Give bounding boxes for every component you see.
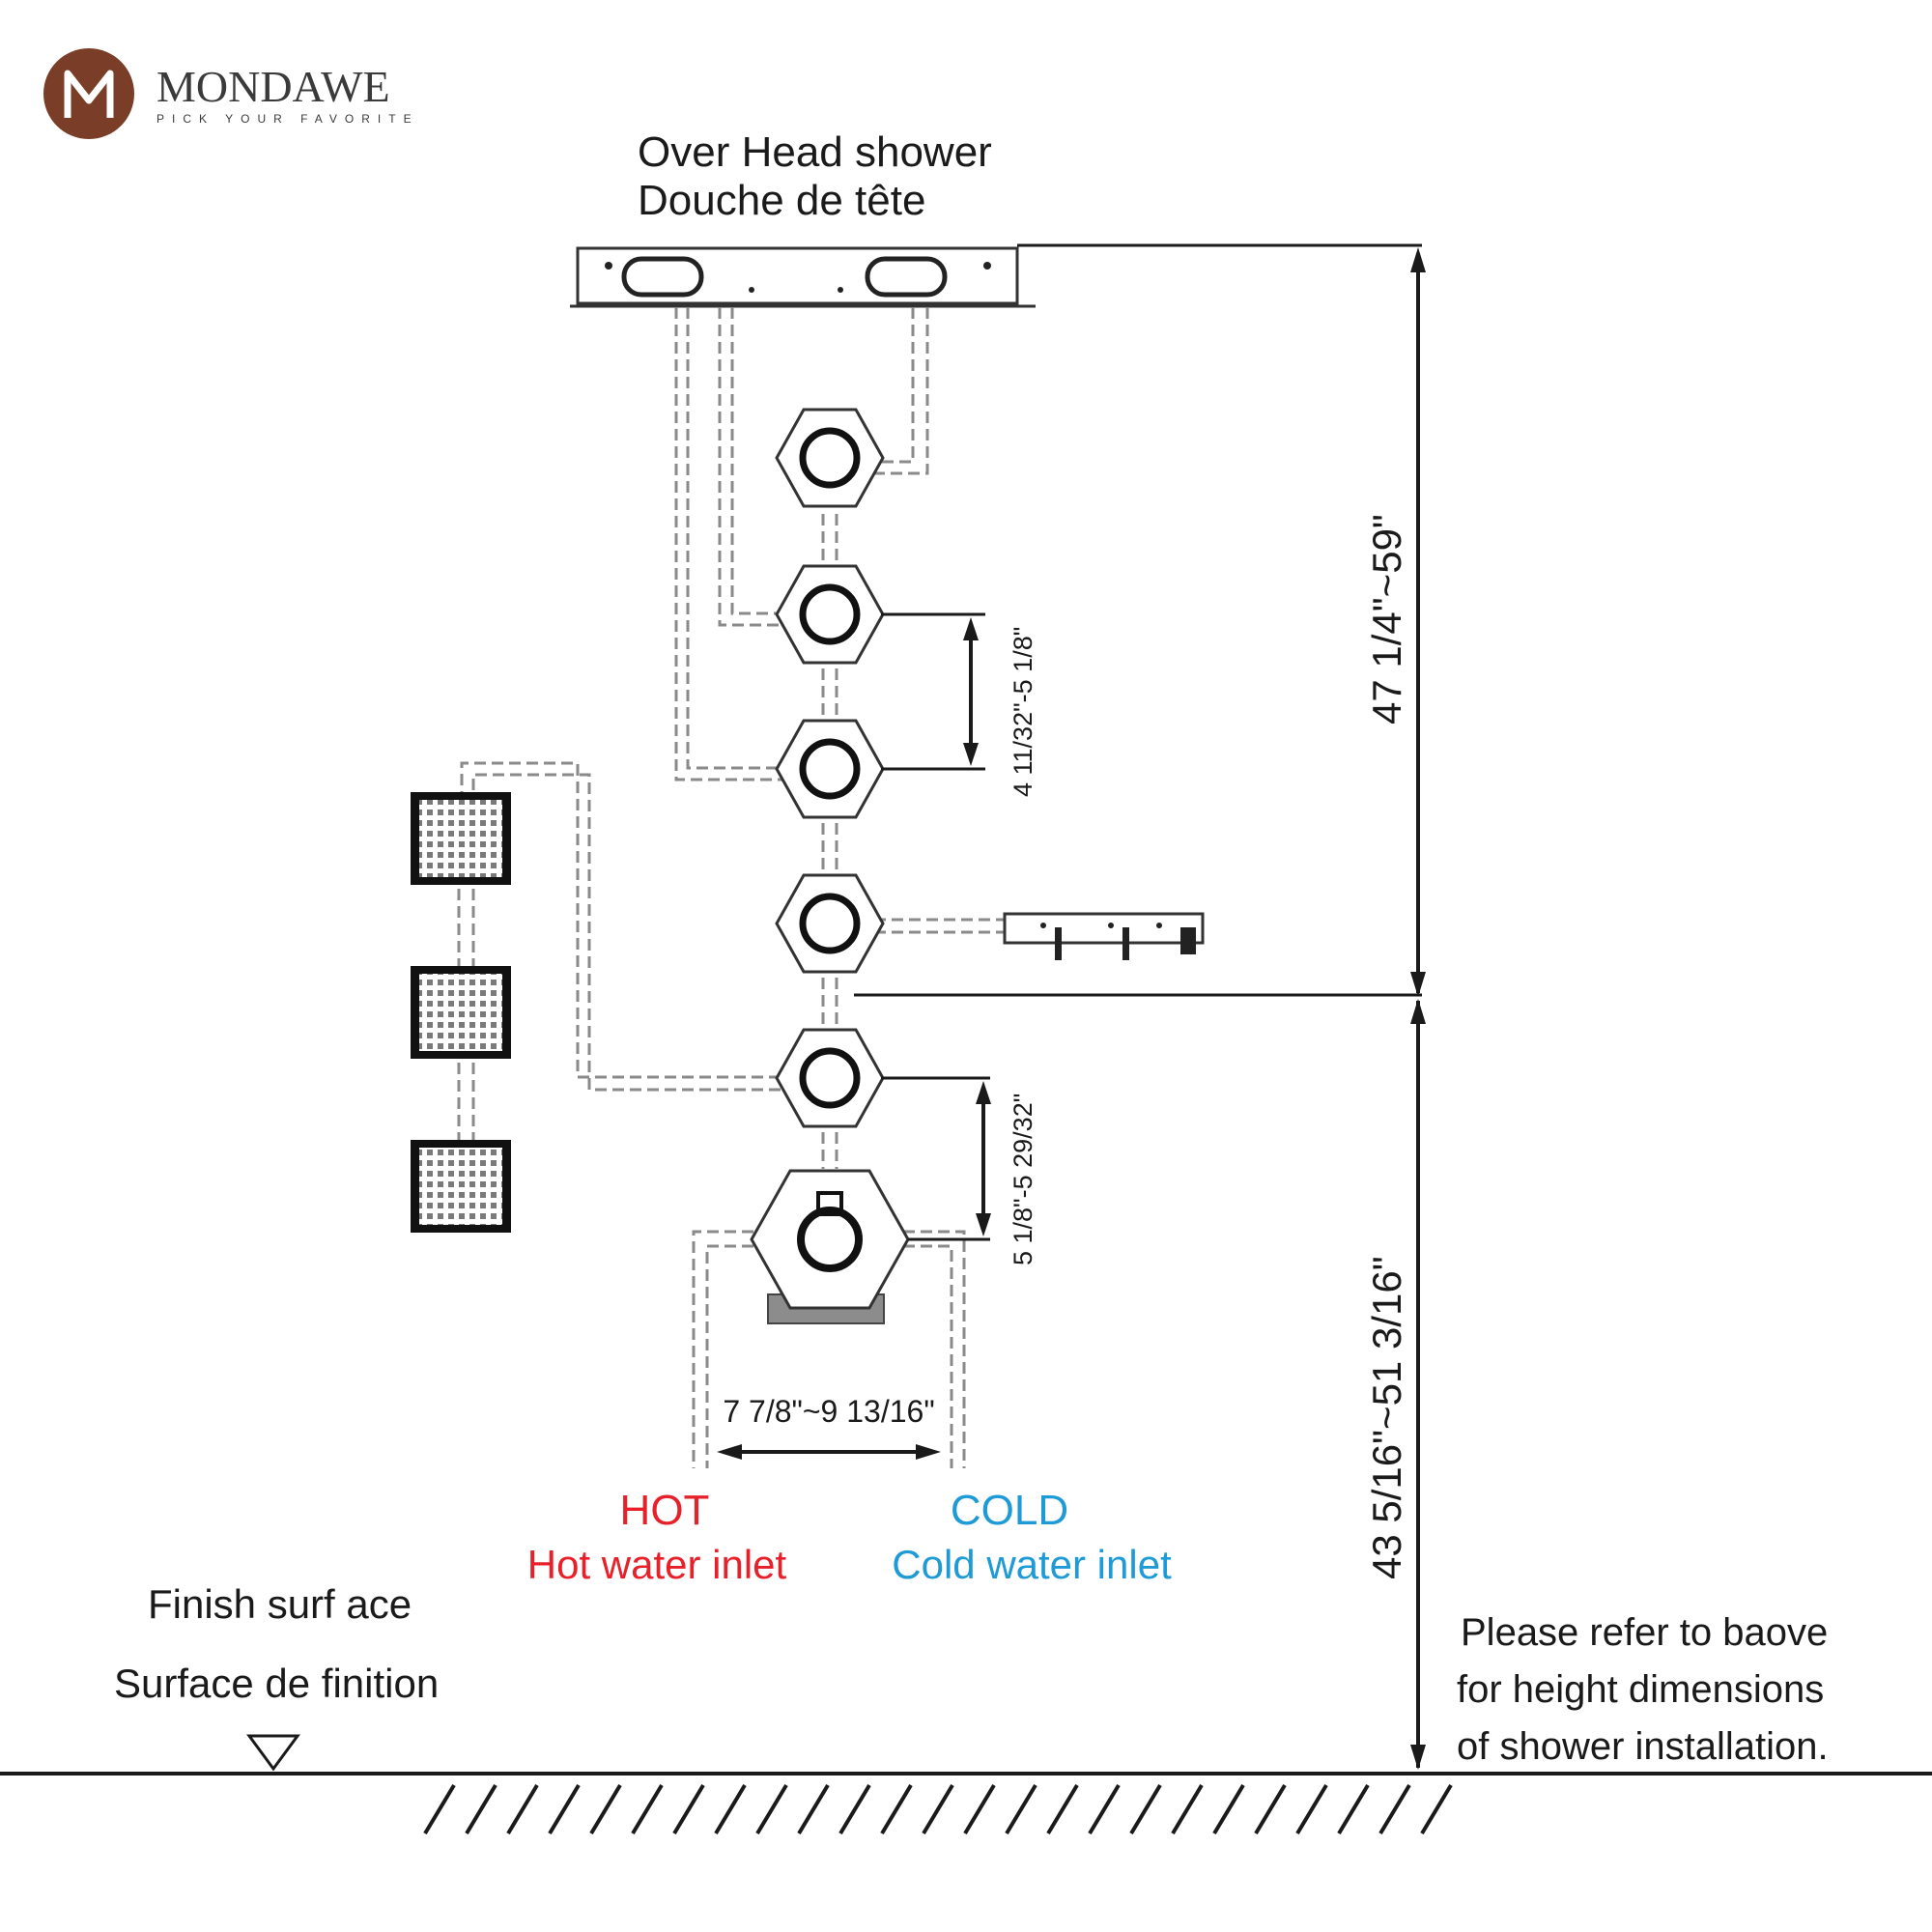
hot-label: HOT (620, 1487, 710, 1534)
body-jet-2 (411, 966, 511, 1059)
note-line-1: Please refer to baove (1461, 1611, 1828, 1654)
diverter-valve-2 (775, 564, 885, 665)
thermostatic-mixing-valve (750, 1169, 910, 1324)
dimension-lines (717, 243, 1426, 1770)
brand-name: MONDAWE (156, 62, 390, 111)
overhead-title-fr: Douche de tête (638, 177, 925, 224)
floor-hatch-mark (423, 1783, 456, 1835)
floor-hatch-mark (589, 1783, 622, 1835)
floor-hatch-mark (922, 1783, 954, 1835)
height-note: Please refer to baove for height dimensi… (1457, 1611, 1829, 1768)
diverter-valve-3 (775, 719, 885, 819)
upper-valve-spacing-dimension: 4 11/32"-5 1/8" (1009, 627, 1037, 797)
surface-marker-icon (246, 1734, 300, 1772)
finish-surface-label-en: Finish surf ace (148, 1581, 412, 1627)
overhead-shower-plate (570, 246, 1036, 308)
body-jets (411, 792, 511, 1233)
overhead-outlet-left (621, 256, 704, 298)
brand-logo: MONDAWE PICK YOUR FAVORITE (43, 48, 419, 139)
floor-hatch-mark (672, 1783, 705, 1835)
logo-m-mark (64, 70, 114, 118)
overhead-outlet-right (865, 256, 948, 298)
floor-hatch-mark (506, 1783, 539, 1835)
diverter-valve-5 (775, 1028, 885, 1128)
floor-hatch-mark (755, 1783, 788, 1835)
diverter-valve-1 (775, 408, 885, 508)
diverter-valve-4 (775, 873, 885, 974)
valve-group (750, 408, 910, 1324)
body-jet-1 (411, 792, 511, 885)
floor-hatch-mark (880, 1783, 913, 1835)
logo-emblem-icon (43, 48, 134, 139)
floor-line (0, 1772, 1932, 1835)
floor-hatch-mark (797, 1783, 830, 1835)
floor-hatch-mark (1171, 1783, 1204, 1835)
floor-hatch-mark (963, 1783, 996, 1835)
overall-height-dimension: 47 1/4"~59" (1364, 514, 1409, 724)
floor-hatch-mark (465, 1783, 497, 1835)
floor-hatch-mark (838, 1783, 871, 1835)
inlet-spacing-dimension: 7 7/8"~9 13/16" (723, 1394, 934, 1429)
hot-water-inlet-label: Hot water inlet (527, 1542, 787, 1587)
overhead-title-en: Over Head shower (638, 128, 992, 176)
floor-hatch-mark (1212, 1783, 1245, 1835)
brand-tagline: PICK YOUR FAVORITE (156, 112, 419, 126)
finish-surface-label-fr: Surface de finition (114, 1661, 439, 1706)
floor-hatch-mark (631, 1783, 664, 1835)
hand-shower-holder (1003, 912, 1205, 960)
floor-hatch-mark (1378, 1783, 1411, 1835)
note-line-3: of shower installation. (1457, 1725, 1829, 1768)
note-line-2: for height dimensions (1457, 1668, 1824, 1711)
floor-hatch-mark (714, 1783, 747, 1835)
body-jet-3 (411, 1140, 511, 1233)
floor-hatch-mark (1129, 1783, 1162, 1835)
floor-hatch-mark (1295, 1783, 1328, 1835)
floor-hatch-mark (1420, 1783, 1453, 1835)
lower-valve-spacing-dimension: 5 1/8"-5 29/32" (1009, 1094, 1037, 1265)
floor-hatch-mark (1005, 1783, 1037, 1835)
cold-water-inlet-label: Cold water inlet (892, 1542, 1172, 1587)
floor-hatch-mark (1046, 1783, 1079, 1835)
cold-label: COLD (951, 1487, 1068, 1534)
floor-hatch-mark (548, 1783, 581, 1835)
floor-hatch-mark (1088, 1783, 1121, 1835)
floor-hatch-mark (1254, 1783, 1287, 1835)
pipe-network (457, 307, 1005, 1468)
valve-height-dimension: 43 5/16"~51 3/16" (1364, 1256, 1409, 1579)
floor-hatch-mark (1337, 1783, 1370, 1835)
